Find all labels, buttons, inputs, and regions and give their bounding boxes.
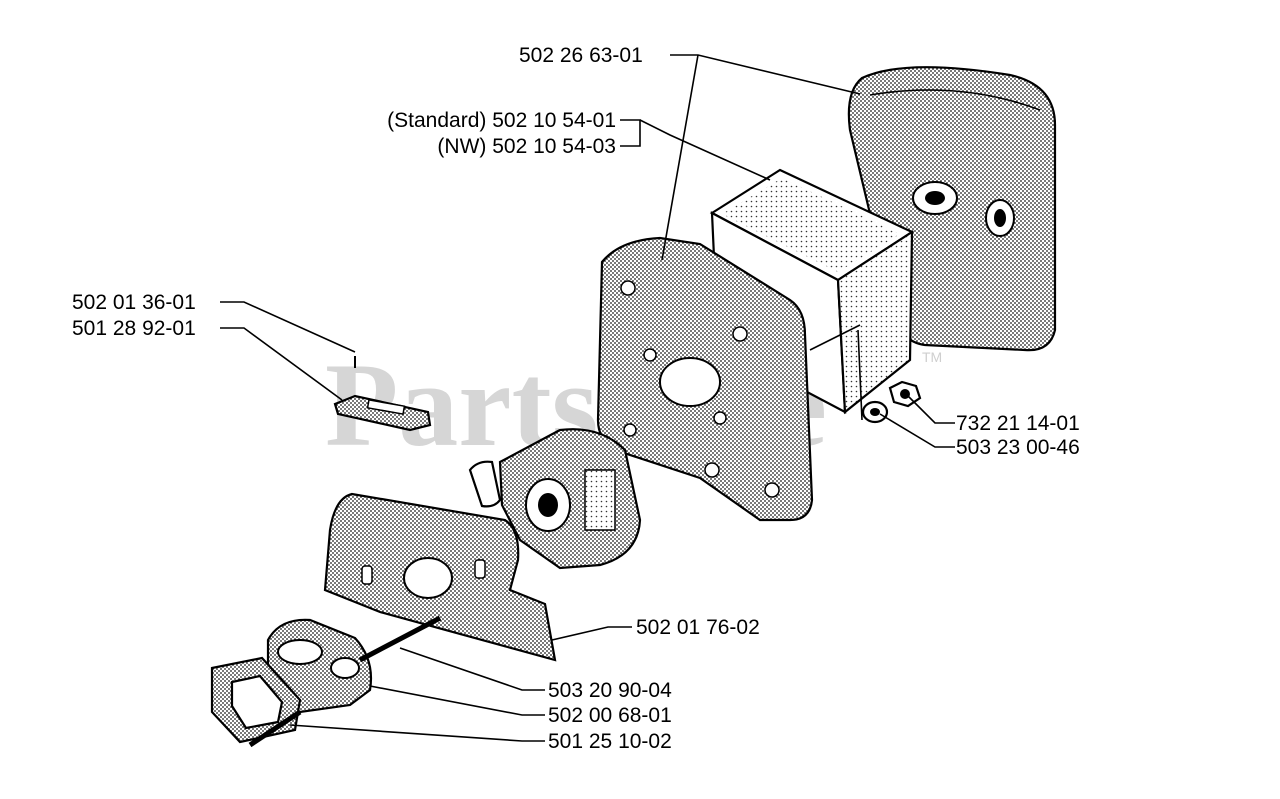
label-washer: 503 23 00-46 <box>956 436 1080 459</box>
label-intake-stud: 503 20 90-04 <box>548 679 672 702</box>
washer-part <box>861 400 889 424</box>
label-choke-lever: 501 28 92-01 <box>72 317 196 340</box>
part-labels: 502 26 63-01 (Standard) 502 10 54-01 (NW… <box>72 44 1080 753</box>
carburetor-part <box>468 428 642 570</box>
label-choke-pin: 502 01 36-01 <box>72 291 196 314</box>
label-manifold-gasket: 501 25 10-02 <box>548 730 672 753</box>
label-carburetor-plate: 502 01 76-02 <box>636 616 760 639</box>
intake-manifold-part <box>266 618 373 714</box>
watermark-trademark: TM <box>922 349 942 365</box>
label-air-filter-nw: (NW) 502 10 54-03 <box>437 135 616 158</box>
carburetor-plate-part <box>323 492 557 662</box>
label-air-filter-standard: (Standard) 502 10 54-01 <box>387 109 616 132</box>
choke-lever-part <box>333 394 432 432</box>
label-nut: 732 21 14-01 <box>956 412 1080 435</box>
air-filter-part <box>709 168 915 415</box>
label-intake-manifold: 502 00 68-01 <box>548 704 672 727</box>
manifold-gasket-part <box>210 656 302 744</box>
leader-lines <box>220 54 955 742</box>
filter-base-plate-part <box>596 236 814 522</box>
label-air-filter-cover: 502 26 63-01 <box>519 44 643 67</box>
intake-stud-part <box>248 615 442 748</box>
